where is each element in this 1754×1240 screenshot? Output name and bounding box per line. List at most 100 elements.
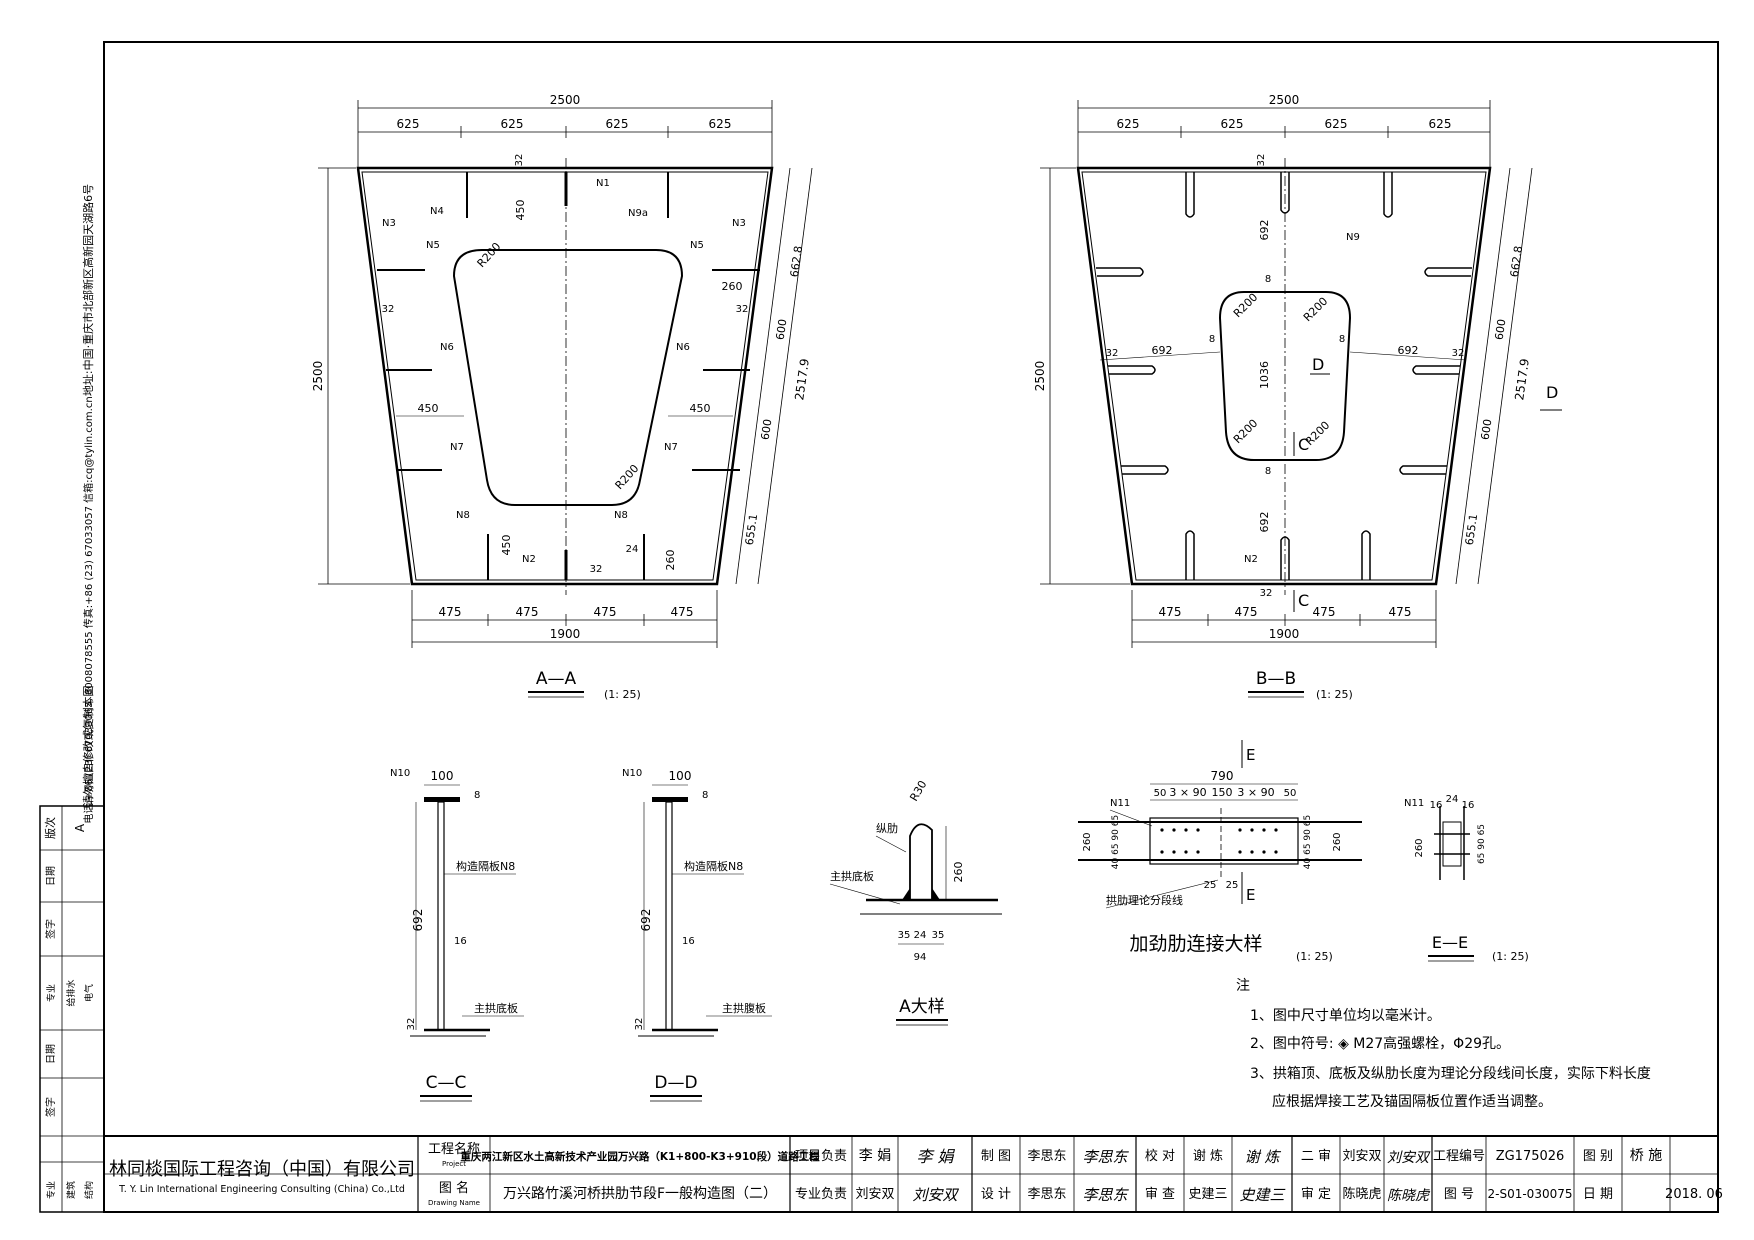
company-en: T. Y. Lin International Engineering Cons… <box>118 1184 405 1195</box>
bb-c-inner: C <box>1298 435 1309 454</box>
review-signature: 刘安双 <box>1387 1150 1431 1166</box>
rev-version-label: 版次 <box>43 817 57 839</box>
notes-item-2: 2、图中符号: ◈ M27高强螺栓，Φ29孔。 <box>1250 1035 1510 1052</box>
proj-no-label: 工程编号 <box>1433 1149 1485 1164</box>
aa-label-n6l: N6 <box>440 342 454 353</box>
title-block: 林同棪国际工程咨询（中国）有限公司 T. Y. Lin Internationa… <box>103 1135 1723 1213</box>
bb-dim-692-top: 692 <box>1258 220 1271 241</box>
aa-dim-260-b: 260 <box>664 550 677 571</box>
ee-h260: 260 <box>1414 838 1425 857</box>
check-signature: 谢 炼 <box>1245 1148 1282 1166</box>
a-d3: 35 <box>932 930 945 941</box>
rev-sign-label: 签字 <box>44 919 57 939</box>
revision-block: 版次 A 日期 签字 专业 给排水 电气 日期 签字 专业 建筑 结构 <box>39 805 105 1213</box>
aa-top-seg-2: 625 <box>501 117 524 131</box>
aa-label-n6r: N6 <box>676 342 690 353</box>
review-label: 二 审 <box>1301 1149 1331 1164</box>
exam-name: 史建三 <box>1188 1187 1227 1202</box>
cc-h: 692 <box>411 909 425 932</box>
rev-disc-3: 电气 <box>83 984 95 1002</box>
bb-dim-1036: 1036 <box>1258 361 1271 389</box>
side-address: 地址:中国·重庆市北部新区高新园天湖路6号 <box>81 184 95 396</box>
check-label: 校 对 <box>1145 1148 1175 1164</box>
stiff-right-small: 40 65 90 65 <box>1303 815 1313 869</box>
aa-label-n5r: N5 <box>690 240 704 251</box>
bb-n2: N2 <box>1244 554 1258 565</box>
date-label: 日 期 <box>1583 1187 1613 1202</box>
stiff-left-dims: 260 <box>1082 832 1093 851</box>
aa-dim-450-top: 450 <box>514 200 527 221</box>
bb-slant-total: 2517.9 <box>1512 358 1532 402</box>
aa-dim-450-right: 450 <box>690 402 711 415</box>
rev-disc2-1: 专业 <box>45 1181 57 1199</box>
drawing-name: 万兴路竹溪河桥拱肋节段F一般构造图（二） <box>503 1186 777 1202</box>
bb-scale: (1: 25) <box>1316 688 1353 701</box>
bb-d-inner: D <box>1312 355 1324 374</box>
project-name: 重庆两江新区水土高新技术产业园万兴路（K1+800-K3+910段）道路工程 <box>460 1150 820 1163</box>
aa-label-n5l: N5 <box>426 240 440 251</box>
bb-r2: R200 <box>1301 295 1330 324</box>
aa-label-n9a: N9a <box>628 208 648 219</box>
notes-item-4: 应根据焊接工艺及锚固隔板位置作适当调整。 <box>1272 1093 1552 1110</box>
check-name: 谢 炼 <box>1193 1148 1223 1164</box>
stiff-seg-line: 拱肋理论分段线 <box>1106 893 1183 907</box>
drawing-label-en: Drawing Name <box>428 1199 480 1207</box>
cc-w: 100 <box>431 769 454 783</box>
aa-dim-450-left: 450 <box>418 402 439 415</box>
bb-top-seg-3: 625 <box>1325 117 1348 131</box>
aa-bot-seg-3: 475 <box>594 605 617 619</box>
aa-bot-seg-1: 475 <box>439 605 462 619</box>
proj-no: ZG175026 <box>1496 1149 1565 1164</box>
draw-signature: 李思东 <box>1082 1148 1129 1166</box>
rev-disc-2: 给排水 <box>65 979 77 1006</box>
rev-date-label-2: 日期 <box>45 1044 57 1064</box>
a-rib: 纵肋 <box>876 821 898 835</box>
stiff-w790: 790 <box>1211 769 1234 783</box>
bb-dim-8-b: 8 <box>1265 466 1271 477</box>
company-cn: 林同棪国际工程咨询（中国）有限公司 <box>109 1159 415 1180</box>
cc-plate-label: 构造隔板N8 <box>456 859 515 873</box>
pm-label: 项目负责 <box>795 1149 847 1164</box>
rev-sign-label-2: 签字 <box>44 1097 57 1117</box>
aa-slant-2: 600 <box>774 318 790 341</box>
ee-title: E—E <box>1432 933 1468 952</box>
bb-dim-692-left: 692 <box>1152 344 1173 357</box>
section-bb: 2500 625 625 625 625 475 475 475 475 190… <box>1033 93 1562 701</box>
sort-label: 图 别 <box>1583 1149 1613 1164</box>
bb-top-total: 2500 <box>1269 93 1300 107</box>
a-title: A大样 <box>899 997 945 1017</box>
dwg-no-label: 图 号 <box>1444 1187 1474 1202</box>
bb-slant-2: 600 <box>1493 318 1509 341</box>
rev-date-label: 日期 <box>45 866 57 886</box>
drawing-label: 图 名 <box>439 1180 469 1196</box>
aa-label-n3r: N3 <box>732 218 746 229</box>
dd-h: 692 <box>639 909 653 932</box>
stiffener-detail: 790 50 3 × 90 150 3 × 90 50 N11 260 40 6… <box>1078 740 1362 963</box>
bb-dim-692-bottom: 692 <box>1258 512 1271 533</box>
date-value: 2018. 06 <box>1665 1187 1723 1202</box>
aa-bot-total: 1900 <box>550 627 581 641</box>
bb-dim-8-c: 8 <box>1209 334 1215 345</box>
stiff-seg-m: 150 <box>1212 786 1233 799</box>
project-label: 工程名称 <box>428 1141 480 1157</box>
stiff-n11: N11 <box>1110 798 1130 809</box>
bb-c-outer: C <box>1298 591 1309 610</box>
aa-top-seg-4: 625 <box>709 117 732 131</box>
aa-label-n8l: N8 <box>456 510 470 521</box>
bb-dim-32-top: 32 <box>1256 154 1267 167</box>
aa-dim-260-a: 260 <box>722 280 743 293</box>
a-h: 260 <box>952 862 965 883</box>
aa-slant-4: 655.1 <box>743 513 760 546</box>
aa-dim-32-top: 32 <box>514 154 525 167</box>
dd-base: 32 <box>634 1018 645 1031</box>
aa-title: A—A <box>536 669 577 689</box>
rev-disc-1: 专业 <box>45 984 57 1002</box>
sort-value: 桥 施 <box>1630 1148 1662 1164</box>
aa-bot-seg-2: 475 <box>516 605 539 619</box>
section-ee: N11 16 24 16 260 65 90 65 E—E (1: 25) <box>1404 794 1529 963</box>
cc-base: 32 <box>406 1018 417 1031</box>
ee-scale: (1: 25) <box>1492 950 1529 963</box>
stiff-e-bottom: E <box>1246 886 1255 904</box>
detail-a: 260 R30 纵肋 主拱底板 35 24 35 94 A大样 <box>829 778 1002 1026</box>
